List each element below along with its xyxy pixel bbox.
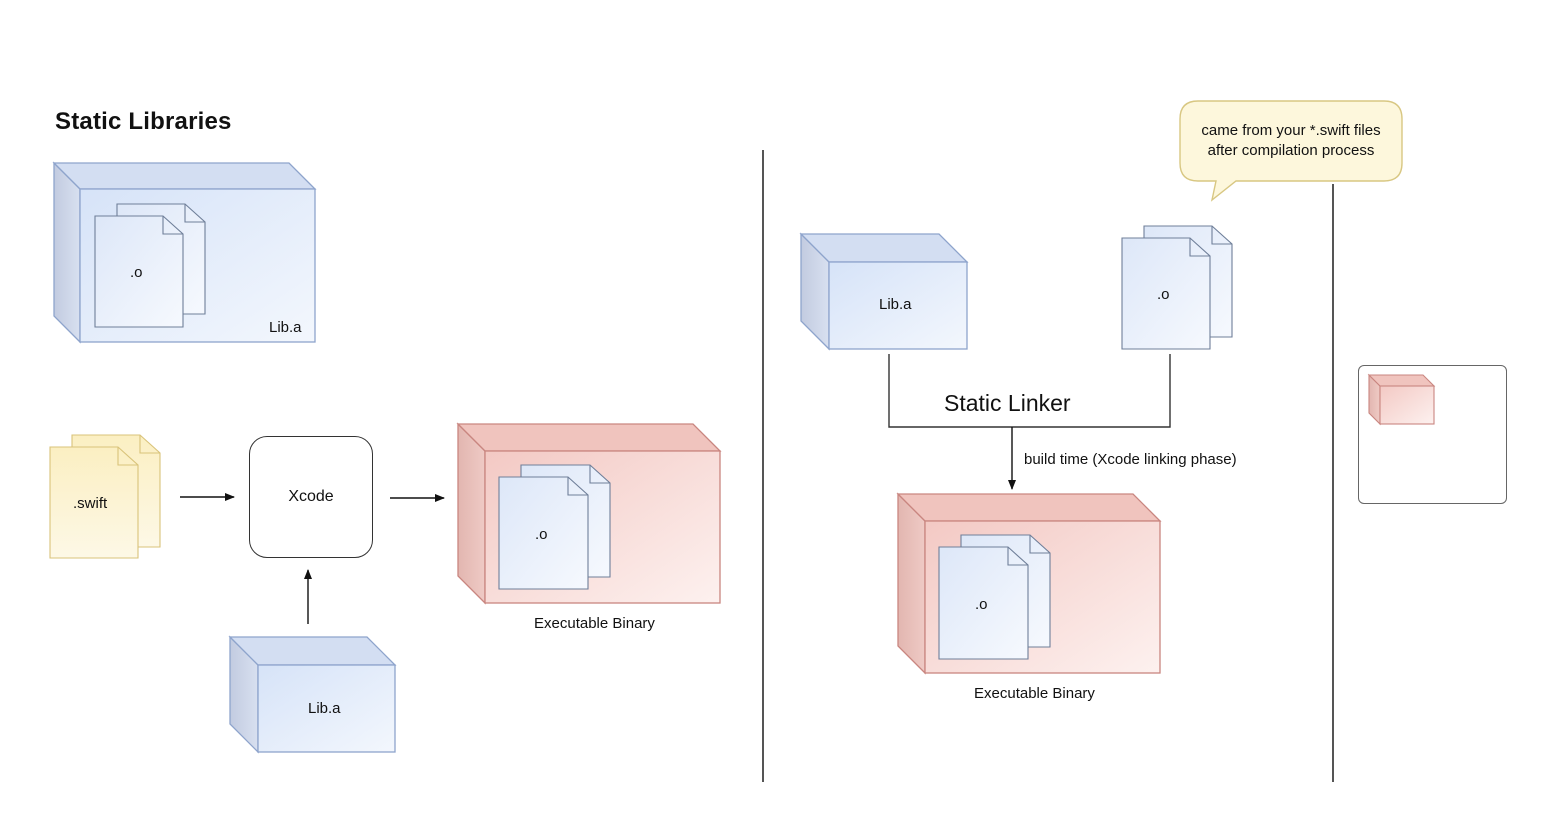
lib-box-linker-input <box>799 232 969 351</box>
section-divider-left <box>762 150 764 782</box>
small-cube-icon <box>1367 373 1436 426</box>
object-file-icon <box>498 464 611 590</box>
executable-label: Executable Binary <box>534 615 655 632</box>
callout-bubble <box>1179 100 1403 202</box>
xcode-box: Xcode <box>249 436 373 558</box>
xcode-label: Xcode <box>288 488 334 505</box>
static-linker-label: Static Linker <box>944 390 1071 416</box>
object-file-label: .o <box>535 526 548 543</box>
object-file-label: .o <box>1157 286 1170 303</box>
callout-line-1: came from your *.swift files <box>1201 122 1381 139</box>
swift-file-icon <box>49 434 161 559</box>
executable-label: Executable Binary <box>974 685 1095 702</box>
lib-label: Lib.a <box>308 700 341 717</box>
lib-label: Lib.a <box>269 319 302 336</box>
object-file-label: .o <box>130 264 143 281</box>
object-file-label: .o <box>975 596 988 613</box>
lib-label: Lib.a <box>879 296 912 313</box>
preview-panel <box>1358 365 1507 504</box>
linker-bracket <box>888 354 1171 428</box>
callout-line-2: after compilation process <box>1207 142 1375 159</box>
callout-text: came from your *.swift files after compi… <box>1180 121 1402 161</box>
object-file-icon <box>94 203 206 328</box>
lib-box-bottom <box>228 635 397 754</box>
page-title: Static Libraries <box>55 108 232 135</box>
build-time-label: build time (Xcode linking phase) <box>1024 451 1237 468</box>
section-divider-right <box>1332 184 1334 782</box>
swift-file-label: .swift <box>73 495 108 512</box>
object-file-icon <box>938 534 1051 660</box>
object-file-icon <box>1121 225 1233 350</box>
